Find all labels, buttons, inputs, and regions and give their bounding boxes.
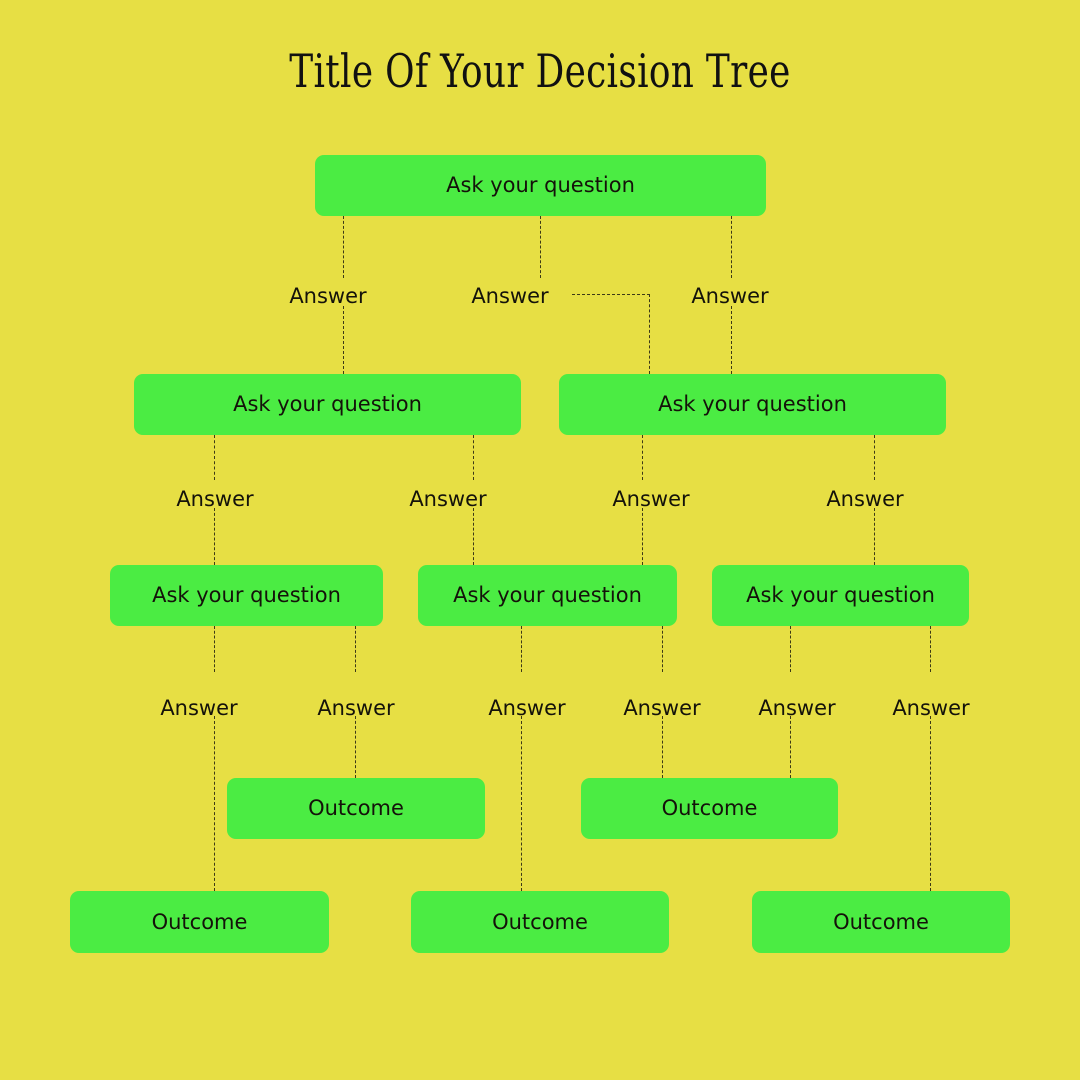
connector-vertical: [662, 626, 663, 672]
connector-vertical: [214, 508, 215, 565]
edge-label-answer: Answer: [758, 696, 836, 720]
tree-node-out5b[interactable]: Outcome: [411, 891, 669, 953]
connector-vertical: [521, 716, 522, 891]
connector-vertical: [930, 626, 931, 672]
connector-vertical: [874, 508, 875, 565]
page-title: Title Of Your Decision Tree: [289, 44, 791, 98]
tree-node-label: Outcome: [308, 796, 404, 820]
tree-node-label: Ask your question: [233, 392, 422, 416]
connector-vertical: [642, 508, 643, 565]
connector-vertical: [214, 435, 215, 480]
tree-node-label: Ask your question: [446, 173, 635, 197]
edge-label-answer: Answer: [623, 696, 701, 720]
connector-vertical: [731, 216, 732, 278]
tree-node-label: Ask your question: [453, 583, 642, 607]
connector-vertical: [521, 626, 522, 672]
connector-vertical: [355, 716, 356, 778]
edge-label-answer: Answer: [691, 284, 769, 308]
connector-vertical: [214, 716, 215, 891]
tree-node-label: Outcome: [661, 796, 758, 820]
tree-node-out4a[interactable]: Outcome: [227, 778, 485, 839]
connector-vertical: [214, 626, 215, 672]
tree-node-q3b[interactable]: Ask your question: [418, 565, 677, 626]
tree-node-q2a[interactable]: Ask your question: [134, 374, 521, 435]
tree-node-root[interactable]: Ask your question: [315, 155, 766, 216]
tree-node-label: Outcome: [151, 909, 248, 934]
tree-node-q2b[interactable]: Ask your question: [559, 374, 946, 435]
edge-label-answer: Answer: [488, 696, 566, 720]
tree-node-out4b[interactable]: Outcome: [581, 778, 838, 839]
tree-node-label: Ask your question: [746, 583, 935, 607]
connector-vertical: [343, 216, 344, 278]
connector-vertical: [540, 216, 541, 278]
connector-vertical: [642, 435, 643, 480]
edge-label-answer: Answer: [160, 696, 238, 720]
tree-node-label: Ask your question: [658, 392, 847, 416]
connector-vertical: [874, 435, 875, 480]
connector-vertical: [649, 294, 650, 374]
tree-node-out5c[interactable]: Outcome: [752, 891, 1010, 953]
edge-label-answer: Answer: [612, 487, 690, 511]
tree-node-label: Outcome: [833, 909, 929, 934]
connector-vertical: [731, 306, 732, 374]
connector-horizontal: [572, 294, 650, 295]
edge-label-answer: Answer: [826, 487, 904, 511]
connector-vertical: [355, 626, 356, 672]
tree-node-label: Outcome: [492, 909, 588, 934]
edge-label-answer: Answer: [317, 696, 395, 720]
connector-vertical: [473, 508, 474, 565]
connector-vertical: [343, 306, 344, 374]
tree-node-out5a[interactable]: Outcome: [70, 891, 329, 953]
edge-label-answer: Answer: [289, 284, 367, 308]
tree-node-q3a[interactable]: Ask your question: [110, 565, 383, 626]
edge-label-answer: Answer: [409, 487, 487, 511]
connector-vertical: [790, 716, 791, 778]
connector-vertical: [790, 626, 791, 672]
tree-node-label: Ask your question: [152, 583, 341, 607]
tree-node-q3c[interactable]: Ask your question: [712, 565, 969, 626]
connector-vertical: [662, 716, 663, 778]
edge-label-answer: Answer: [892, 696, 970, 720]
connector-vertical: [930, 716, 931, 891]
edge-label-answer: Answer: [471, 284, 549, 308]
edge-label-answer: Answer: [176, 487, 254, 511]
connector-vertical: [473, 435, 474, 480]
